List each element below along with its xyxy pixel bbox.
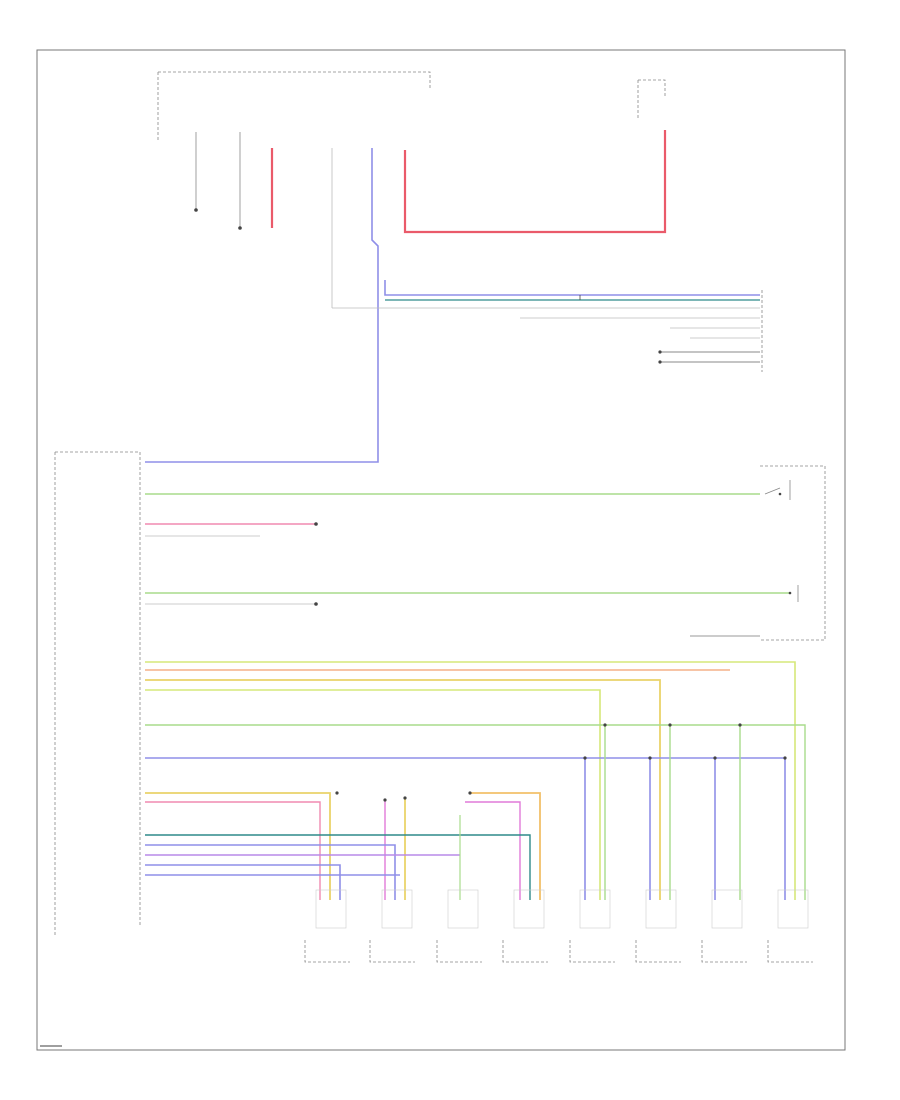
module-boundary <box>55 451 141 925</box>
fuse-box-boundary <box>158 71 431 88</box>
pink-signal-node <box>314 522 318 526</box>
sensor-signal-wires <box>145 661 806 900</box>
junction-dots <box>335 723 787 802</box>
gray-signal-node <box>314 602 318 606</box>
diagram-frame <box>36 49 846 1051</box>
red-power-feed-wire <box>403 130 667 234</box>
switch-symbol-2 <box>788 585 799 602</box>
lower-bundle-wires <box>145 792 541 900</box>
switch-box-boundary <box>760 465 826 641</box>
blue-feed-wire <box>145 148 379 463</box>
fuse-drop-2 <box>238 132 242 230</box>
sensor-boxes <box>304 940 813 963</box>
switch-symbol-1 <box>764 480 791 500</box>
fuse-drop-1 <box>194 132 198 212</box>
main-bus-lines <box>384 280 760 364</box>
battery-box-boundary <box>638 79 666 96</box>
sensor-connectors <box>315 889 809 929</box>
